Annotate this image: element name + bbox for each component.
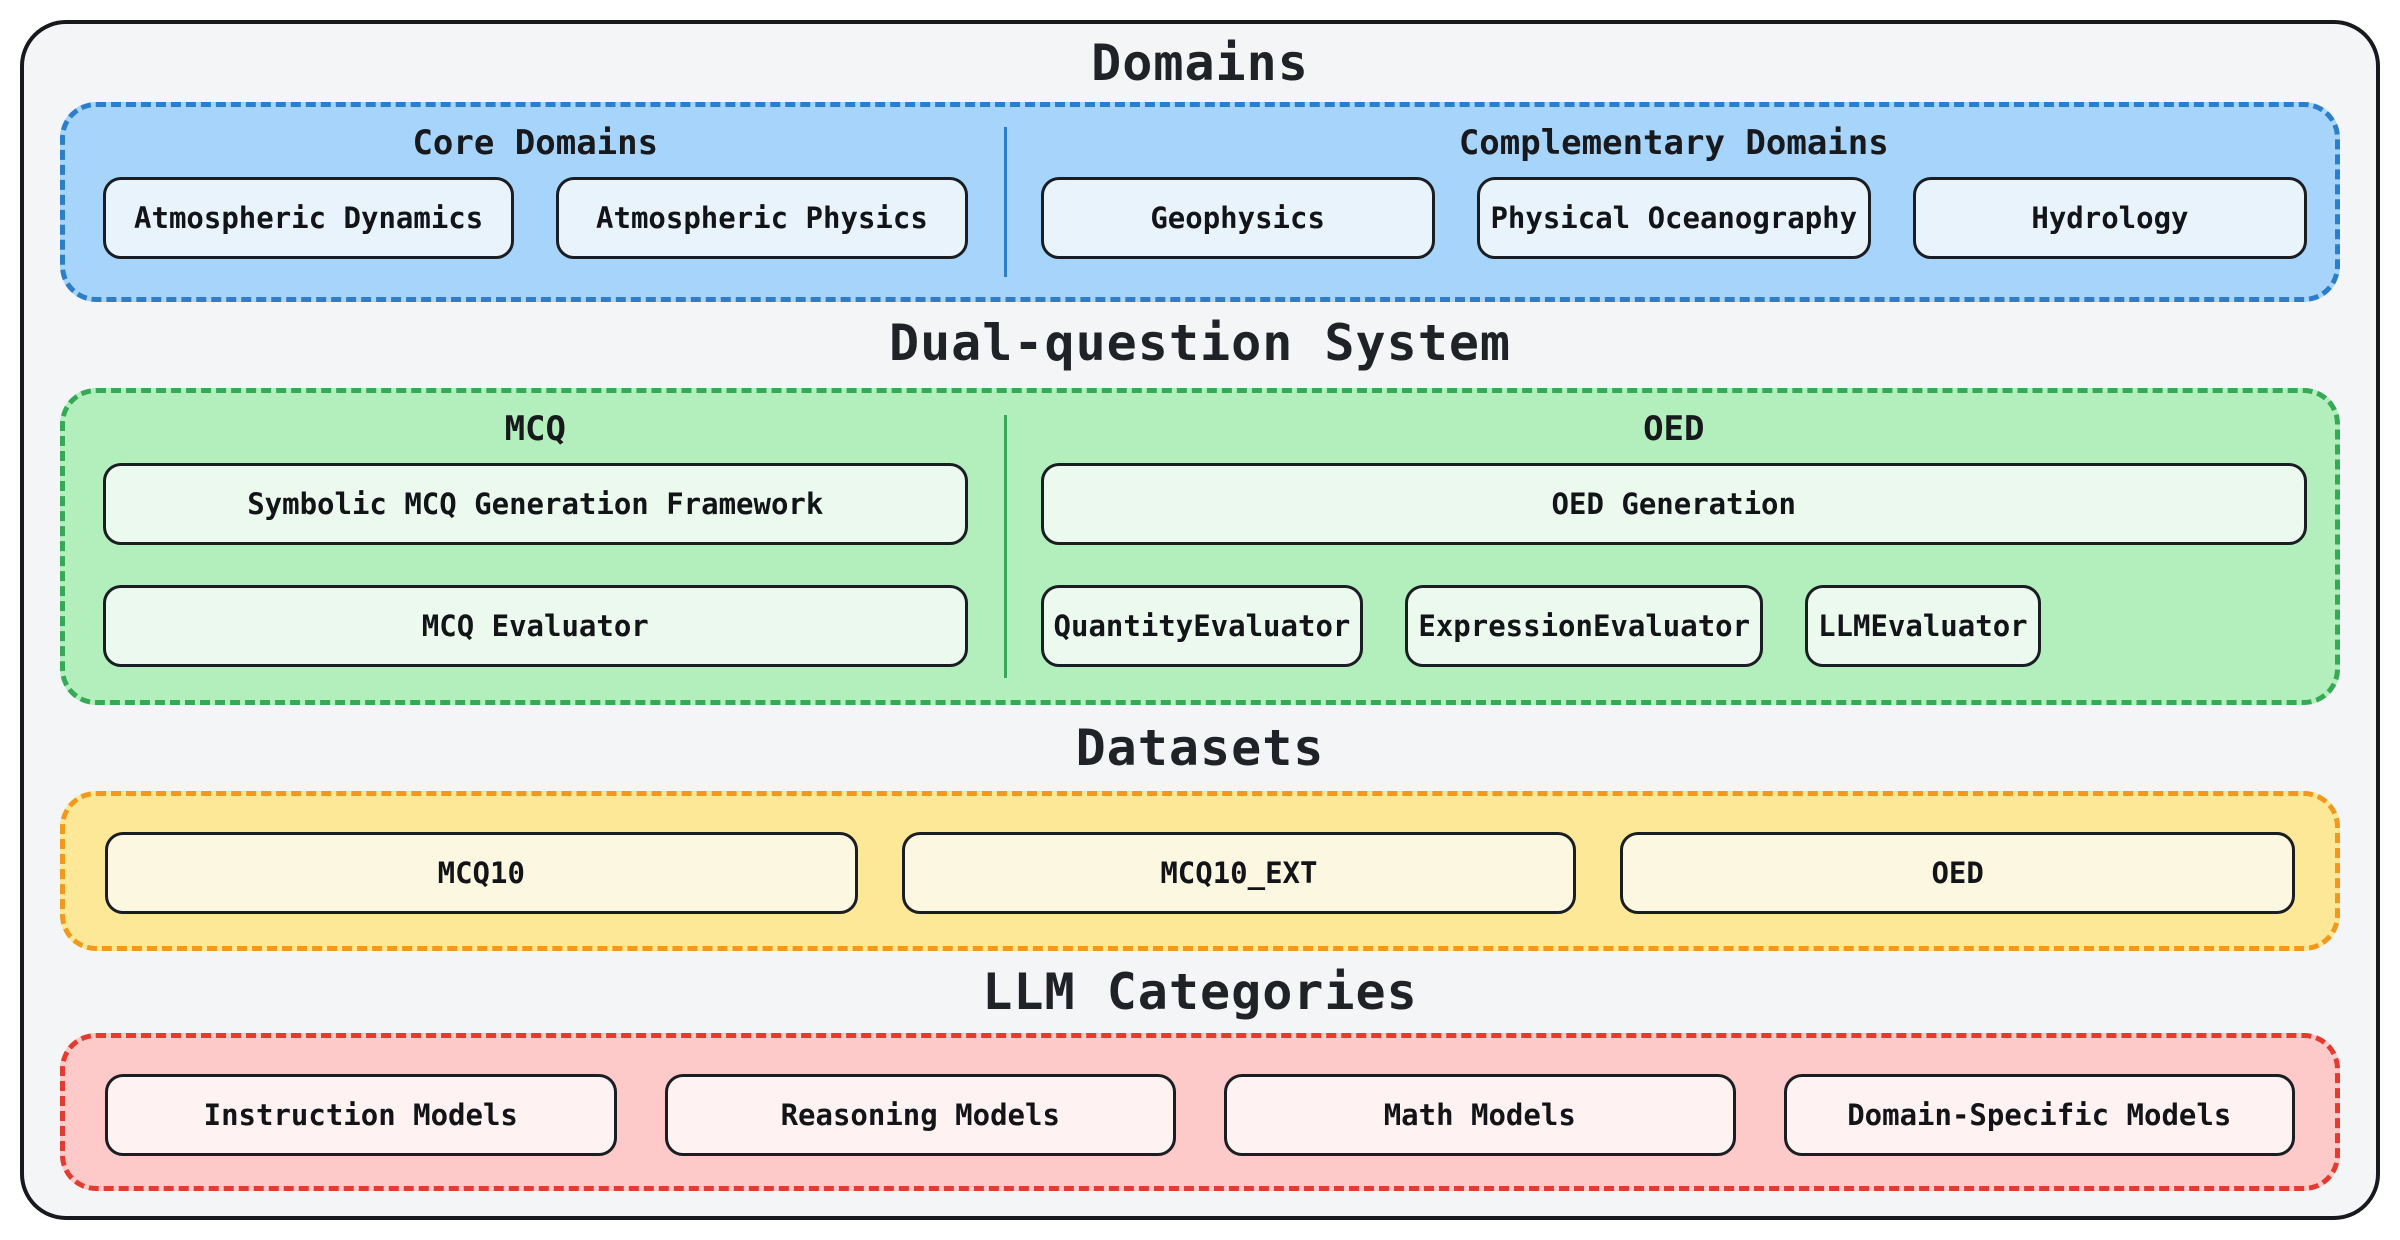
node-math-models: Math Models <box>1224 1074 1736 1156</box>
section-title-domains: Domains <box>1091 34 1309 92</box>
section-title-datasets: Datasets <box>1075 719 1325 777</box>
dual-question-column-divider <box>1003 415 1007 678</box>
node-quantity-evaluator: QuantityEvaluator <box>1040 585 1364 667</box>
mcq-header: MCQ <box>504 409 566 449</box>
node-instruction-models: Instruction Models <box>105 1074 617 1156</box>
dual-question-system-container: MCQ Symbolic MCQ Generation Framework MC… <box>60 388 2340 705</box>
core-domains-row: Atmospheric Dynamics Atmospheric Physics <box>103 177 968 259</box>
complementary-domains-row: Geophysics Physical Oceanography Hydrolo… <box>1040 177 2308 259</box>
domains-container: Core Domains Atmospheric Dynamics Atmosp… <box>60 102 2340 302</box>
node-geophysics: Geophysics <box>1040 177 1435 259</box>
complementary-domains-group: Complementary Domains Geophysics Physica… <box>1007 107 2335 297</box>
oed-column: OED OED Generation QuantityEvaluator Exp… <box>1007 393 2335 700</box>
node-domain-specific-models: Domain-Specific Models <box>1783 1074 2295 1156</box>
oed-header: OED <box>1643 409 1705 449</box>
node-symbolic-mcq-generation-framework: Symbolic MCQ Generation Framework <box>103 463 968 545</box>
core-domains-header: Core Domains <box>412 123 659 163</box>
datasets-container: MCQ10 MCQ10_EXT OED <box>60 791 2340 951</box>
complementary-domains-header: Complementary Domains <box>1458 123 1889 163</box>
llm-categories-container: Instruction Models Reasoning Models Math… <box>60 1033 2340 1191</box>
node-expression-evaluator: ExpressionEvaluator <box>1405 585 1764 667</box>
node-oed-dataset: OED <box>1620 832 2295 914</box>
node-mcq-evaluator: MCQ Evaluator <box>103 585 968 667</box>
node-reasoning-models: Reasoning Models <box>664 1074 1176 1156</box>
node-atmospheric-dynamics: Atmospheric Dynamics <box>103 177 515 259</box>
node-mcq10: MCQ10 <box>105 832 858 914</box>
figure-frame: Domains Core Domains Atmospheric Dynamic… <box>20 20 2380 1220</box>
node-atmospheric-physics: Atmospheric Physics <box>556 177 968 259</box>
core-domains-group: Core Domains Atmospheric Dynamics Atmosp… <box>65 107 1004 297</box>
node-oed-generation: OED Generation <box>1040 463 2307 545</box>
section-title-llm-categories: LLM Categories <box>982 963 1418 1021</box>
domains-column-divider <box>1003 127 1007 277</box>
node-hydrology: Hydrology <box>1912 177 2308 259</box>
section-title-dual-question-system: Dual-question System <box>888 314 1512 372</box>
oed-evaluators-row: QuantityEvaluator ExpressionEvaluator LL… <box>1040 585 2307 667</box>
node-physical-oceanography: Physical Oceanography <box>1476 177 1871 259</box>
node-llm-evaluator: LLMEvaluator <box>1805 585 2041 667</box>
mcq-column: MCQ Symbolic MCQ Generation Framework MC… <box>65 393 1004 700</box>
node-mcq10-ext: MCQ10_EXT <box>901 832 1577 914</box>
